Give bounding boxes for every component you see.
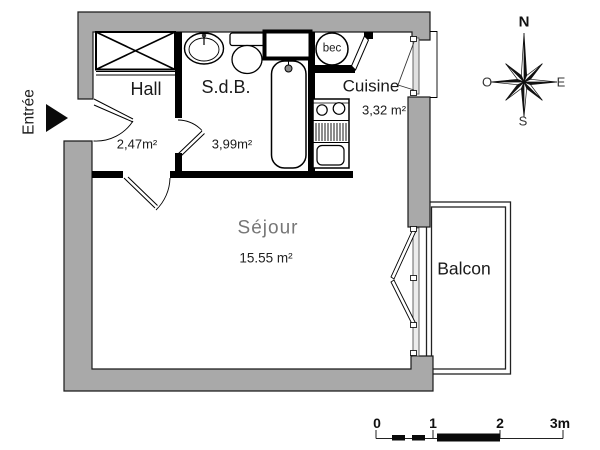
scale-tick-0: 0 [373, 415, 381, 431]
balcony-outline [425, 201, 512, 375]
kitchen-counter [312, 98, 350, 169]
scale-tick-3: 3m [549, 415, 571, 431]
compass-rose-icon [490, 32, 558, 118]
bathtub [270, 60, 307, 169]
room-name-kitchen: Cuisine [342, 76, 400, 96]
room-name-hall: Hall [130, 79, 162, 99]
balcony-french-door [390, 226, 420, 357]
wall-right [407, 96, 431, 228]
room-name-living: Séjour [237, 217, 299, 239]
scale-bar [375, 430, 564, 442]
room-name-balcony: Balcon [437, 258, 491, 279]
room-name-bathroom: S.d.B. [201, 77, 251, 97]
scale-tick-1: 1 [429, 415, 437, 431]
wall-top-left [77, 11, 431, 100]
wardrobe [95, 31, 176, 76]
bathroom-door [177, 119, 205, 157]
kitchen-window [397, 31, 438, 98]
entrance-door [93, 98, 134, 142]
hall-sejour-door [123, 176, 171, 211]
compass-south-label: S [518, 113, 528, 129]
exterior-walls [63, 11, 434, 392]
duct-box [262, 29, 313, 61]
compass-east-label: E [556, 74, 566, 90]
toilet [229, 32, 266, 75]
room-area-kitchen: 3,32 m² [361, 102, 407, 118]
room-area-living: 15.55 m² [239, 250, 293, 266]
water-heater [315, 32, 349, 66]
water-heater-label: bec [322, 42, 342, 55]
wall-bottom [63, 140, 434, 392]
kitchen-door [350, 35, 370, 71]
compass-north-label: N [518, 13, 530, 31]
entrance-arrow-icon [46, 104, 68, 132]
entrance-label: Entrée [20, 89, 38, 135]
scale-tick-2: 2 [496, 415, 504, 431]
washbasin [183, 32, 225, 65]
compass-west-label: O [481, 74, 493, 90]
room-area-bathroom: 3,99m² [211, 136, 253, 152]
room-area-hall: 2,47m² [116, 136, 158, 152]
interior-walls [92, 32, 373, 178]
